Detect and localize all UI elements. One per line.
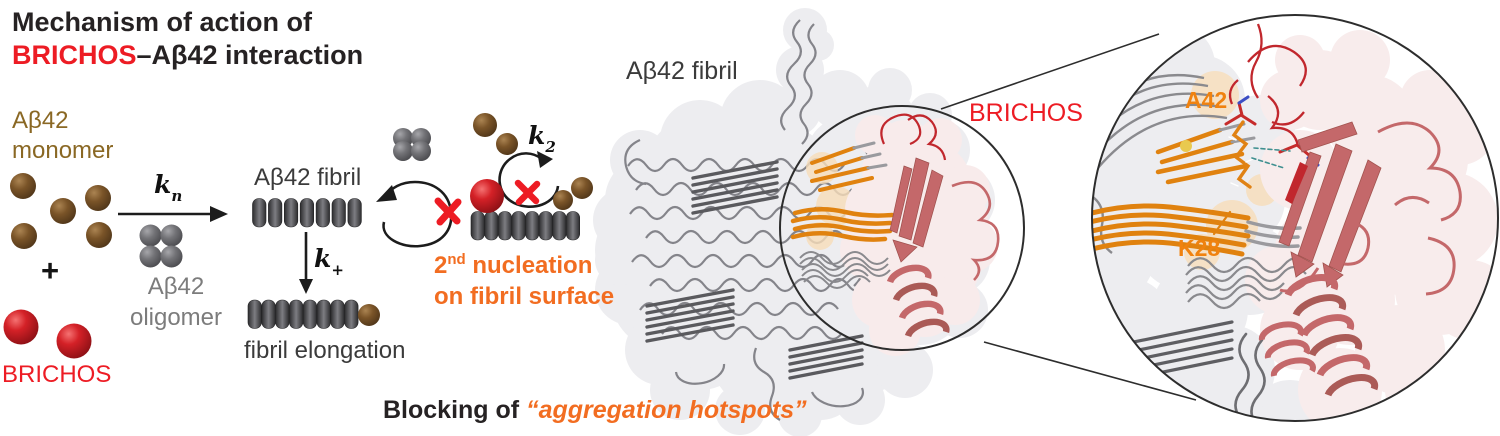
loop-arrowhead	[376, 185, 397, 202]
red-x-1	[434, 197, 462, 226]
oligomer-label-line2: oligomer	[129, 304, 223, 331]
secondary-num: 2	[434, 252, 448, 279]
free-monomer-spheres	[473, 113, 518, 155]
rate-sub-2: 2	[545, 138, 556, 156]
hotspot-strand-tips-small	[852, 141, 888, 170]
brichos-label: BRICHOS	[2, 361, 112, 388]
monomer-label: Aβ42 monomer	[12, 106, 113, 166]
monomer-label-line2: monomer	[12, 137, 114, 164]
secondary-word: nucleation	[472, 252, 593, 279]
callout-lines	[940, 33, 1197, 401]
rate-constant-elongation: k+	[314, 244, 344, 279]
brichos-ribbon-small	[880, 113, 1000, 338]
fibril-1	[252, 198, 362, 228]
k28-sidechain-sticks	[1228, 120, 1254, 189]
residue-a42-label: A42	[1185, 87, 1228, 113]
rate-sub-n: n	[171, 187, 183, 205]
secondary-nucleation-line1: 2nd nucleation	[434, 244, 614, 281]
secondary-sup: nd	[447, 251, 466, 268]
k28-leader-line	[1212, 210, 1232, 236]
rate-constant-nucleation: kn	[154, 170, 183, 205]
oligomer-spheres-2	[393, 128, 431, 161]
zoom-view-contents	[1092, 15, 1498, 421]
surface-monomer-sphere	[571, 177, 593, 199]
red-x-2	[514, 179, 541, 206]
residue-k28-label: K28	[1178, 235, 1221, 261]
fibril-2	[247, 299, 380, 329]
title-brichos: BRICHOS	[12, 40, 137, 70]
hotspot-strands-small	[790, 146, 895, 242]
secondary-nucleation-label: 2nd nucleation on fibril surface	[434, 244, 614, 312]
fibril-label: Aβ42 fibril	[254, 164, 362, 191]
fibril-elongation-label: fibril elongation	[244, 337, 406, 364]
elongation-arrow	[299, 232, 313, 294]
title-line2-rest: –Aβ42 interaction	[136, 40, 364, 70]
bottom-caption: Blocking of “aggregation hotspots”	[383, 396, 807, 425]
elongating-monomer-sphere	[358, 304, 380, 326]
rate-sub-plus: +	[331, 261, 344, 279]
fibril-beta-sheets	[645, 160, 864, 380]
secondary-loop-blocked-2	[498, 151, 560, 208]
brichos-structure-label: BRICHOS	[969, 99, 1083, 127]
monomer-spheres	[10, 173, 112, 249]
brichos-spheres	[3, 309, 92, 359]
brichos-sphere-on-fibril	[470, 179, 504, 213]
caption-prefix: Blocking of	[383, 396, 520, 424]
oligomer-label: Aβ42 oligomer	[120, 271, 232, 333]
fibril-3	[470, 177, 593, 241]
caption-highlight: “aggregation hotspots”	[526, 396, 807, 424]
rate-base: k	[314, 244, 332, 273]
fibril-structure-label: Aβ42 fibril	[626, 57, 738, 85]
title-line-2: BRICHOS–Aβ42 interaction	[12, 39, 363, 72]
zoom-circle-large	[1091, 14, 1499, 422]
monomer-label-line1: Aβ42	[12, 107, 69, 134]
secondary-loop-blocked-1	[376, 180, 453, 248]
title-line-1: Mechanism of action of	[12, 7, 313, 37]
zoom-circle-small	[779, 105, 1025, 351]
secondary-nucleation-line2: on fibril surface	[434, 283, 615, 310]
loop-arrowhead	[537, 151, 553, 168]
surface-monomer-sphere	[553, 190, 573, 210]
fibril-ribbon-band-small	[799, 251, 891, 289]
figure-title: Mechanism of action of BRICHOS–Aβ42 inte…	[12, 6, 363, 72]
brichos-ribbon-zoom	[1228, 23, 1462, 397]
rate-base: k	[154, 170, 172, 199]
hotspot-strands-zoom	[1092, 122, 1302, 257]
rate-base: k	[528, 121, 546, 150]
plus-sign: +	[41, 253, 60, 288]
oligomer-spheres	[139, 224, 183, 268]
oligomer-label-line1: Aβ42	[147, 273, 205, 300]
hydrogen-bond-dashes	[1251, 147, 1291, 169]
rate-constant-secondary: k2	[528, 121, 556, 156]
nucleation-arrow	[118, 206, 228, 222]
